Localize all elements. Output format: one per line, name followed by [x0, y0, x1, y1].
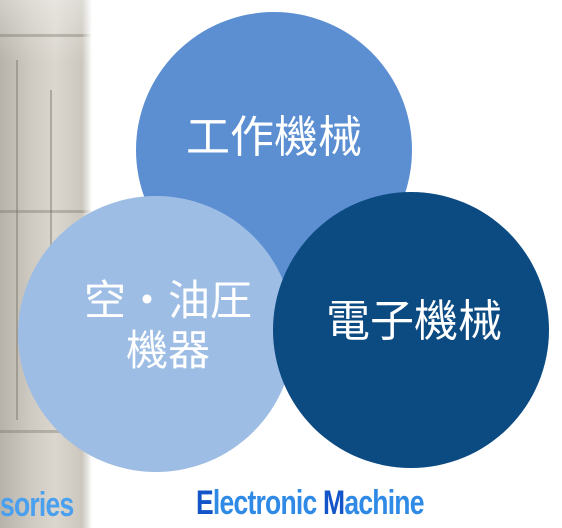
- electronic-machinery-circle: 電子機械: [273, 192, 549, 468]
- electronic-machine-caption: Electronic Machine: [196, 486, 424, 520]
- caption-text-lectronic: lectronic: [212, 484, 324, 522]
- hydraulic-equipment-label: 空・油圧 機器: [84, 276, 252, 377]
- caption-initial-m: M: [323, 484, 345, 522]
- photo-detail: [16, 60, 18, 420]
- caption-text-achine: achine: [344, 484, 424, 522]
- hydraulic-equipment-label-line1: 空・油圧: [83, 275, 252, 325]
- caption-initial-e: E: [196, 484, 214, 522]
- photo-detail: [0, 430, 92, 433]
- hydraulic-equipment-label-line2: 機器: [125, 326, 210, 375]
- accessories-caption: sories: [0, 486, 74, 524]
- photo-detail: [0, 210, 92, 213]
- hydraulic-equipment-circle: 空・油圧 機器: [18, 196, 294, 472]
- electronic-machinery-label: 電子機械: [326, 295, 502, 347]
- photo-detail: [0, 34, 92, 37]
- machine-tools-label: 工作機械: [186, 111, 362, 163]
